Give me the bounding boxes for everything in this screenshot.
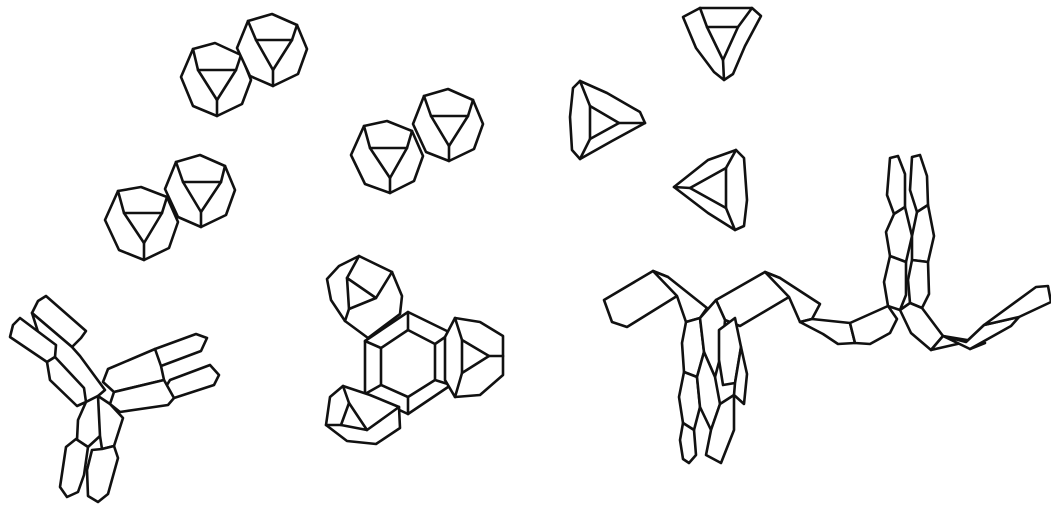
y-antibody-left — [10, 296, 219, 502]
hexagon-pair-top — [181, 14, 307, 116]
hexagon-pair-middle — [105, 155, 235, 260]
hexagon-ring-assembly — [326, 256, 503, 444]
hexagon-pair-center — [351, 89, 483, 193]
triangle-unit-left — [570, 81, 645, 159]
triangle-unit-upper — [683, 8, 761, 80]
y-antibody-chain-right — [604, 155, 1051, 463]
triangle-unit-lower — [674, 150, 747, 230]
